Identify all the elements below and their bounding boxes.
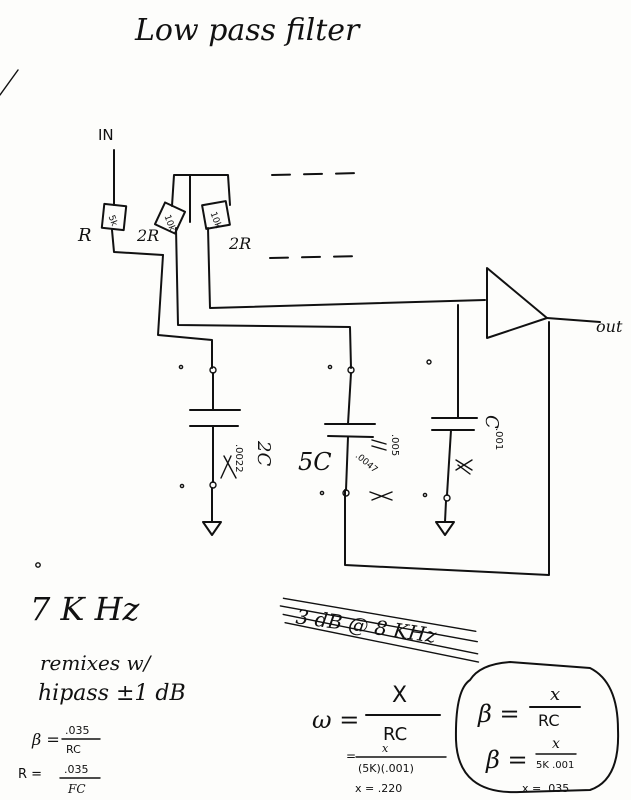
omega-formula: ω = X RC = x (5K)(.001) x = .220 (312, 683, 447, 795)
beta-left-lhs: β = (31, 730, 60, 749)
cap-2c-scribble (220, 455, 237, 479)
cap-5c-plate-bottom (327, 435, 374, 438)
beta-left-denominator: RC (66, 743, 81, 756)
cap-c-value: .001 (493, 428, 504, 450)
feed-to-5c (175, 227, 352, 369)
remarks-line-2: hipass ±1 dB (38, 681, 186, 706)
omega-sub-numerator: x (382, 742, 389, 755)
omega-equals: = (346, 749, 356, 763)
beta-circled-numerator: x (550, 684, 560, 705)
cap-c-label: C (481, 415, 502, 429)
r-left-denominator: FC (67, 782, 86, 796)
corner-mark (0, 69, 19, 96)
omega-numerator: X (392, 683, 407, 708)
beta-bottom-numerator: x (552, 736, 560, 752)
beta-formula-circled: β = x RC (477, 684, 581, 730)
resistor-2r-2-label: 2R (228, 234, 251, 253)
beta-circled-lhs: β = (477, 700, 520, 728)
dot-2 (327, 364, 333, 370)
wire-r-out (111, 229, 164, 256)
feedback-loop (344, 321, 550, 576)
feed-to-2c (157, 254, 213, 369)
output-wire (546, 317, 601, 323)
omega-lhs: ω = (312, 706, 359, 734)
dot-c-left (426, 359, 432, 365)
cap-5c-scribble (369, 439, 393, 501)
circled-formulas-outline (454, 661, 620, 794)
beta-left-numerator: .035 (65, 724, 90, 737)
resistor-r-label: R (77, 225, 92, 246)
dot-3 (179, 483, 185, 489)
filter-circuit: IN 5k R 10k 2R 10k 2R out (35, 126, 623, 576)
cap-c-scribble (455, 459, 473, 475)
r-formula-left: R = .035 FC (18, 763, 101, 796)
wire-c-ground (444, 500, 447, 523)
crossed-out-note: 3 dB @ 8 KHz (279, 597, 480, 663)
wire-c-bottom (446, 429, 452, 496)
strike-lines (279, 597, 480, 663)
cap-5c-value: .005 (389, 434, 400, 456)
beta-bottom-result: x = .035 (522, 782, 569, 795)
omega-sub-denominator: (5K)(.001) (358, 762, 414, 775)
dot-6 (35, 562, 41, 568)
r-left-numerator: .035 (64, 763, 89, 776)
beta-formula-bottom: β = x 5K .001 x = .035 (485, 736, 577, 795)
page-title: Low pass filter (134, 13, 361, 48)
beta-formula-left: β = .035 RC (31, 724, 101, 756)
cap-5c-label: 5C (298, 448, 332, 476)
cap-2c-label: 2C (253, 440, 274, 466)
frequency-note: 7 K Hz (30, 590, 141, 628)
feed-to-amp (207, 227, 486, 309)
resistor-2r-1-label: 2R (136, 226, 159, 245)
resistor-2r-1-value: 10k (162, 214, 177, 234)
wire-5c-top (347, 372, 352, 425)
dot-1 (178, 364, 184, 370)
beta-circled-denominator: RC (538, 711, 560, 730)
omega-result: x = .220 (355, 782, 402, 795)
resistor-2r-1 (153, 201, 187, 235)
resistor-r-value: 5k (106, 214, 119, 228)
dashed-top (271, 172, 363, 176)
ground-2c-icon (202, 521, 222, 536)
dot-4 (319, 490, 325, 496)
wire-5c-bottom (345, 436, 349, 491)
buffer-amplifier (486, 267, 548, 339)
beta-bottom-lhs: β = (485, 746, 528, 774)
resistor-r (100, 202, 128, 232)
resistor-2r-2 (201, 200, 231, 230)
remarks-line-1: remixes w/ (40, 651, 153, 675)
ground-c-icon (435, 521, 455, 536)
node-5c-bottom (342, 489, 350, 497)
notes: 7 K Hz remixes w/ hipass ±1 dB 3 dB @ 8 … (18, 590, 620, 796)
ladder-top-rail (171, 174, 231, 207)
dot-5 (422, 492, 428, 498)
dashed-bottom (269, 255, 363, 259)
r-left-lhs: R = (18, 767, 42, 782)
omega-denominator: RC (383, 724, 407, 745)
beta-bottom-denominator: 5K .001 (536, 760, 574, 771)
output-label: out (596, 317, 623, 336)
cap-5c-scratch-value: .0047 (353, 451, 379, 475)
input-label: IN (98, 126, 114, 144)
cap-2c-value: .0022 (233, 444, 244, 473)
